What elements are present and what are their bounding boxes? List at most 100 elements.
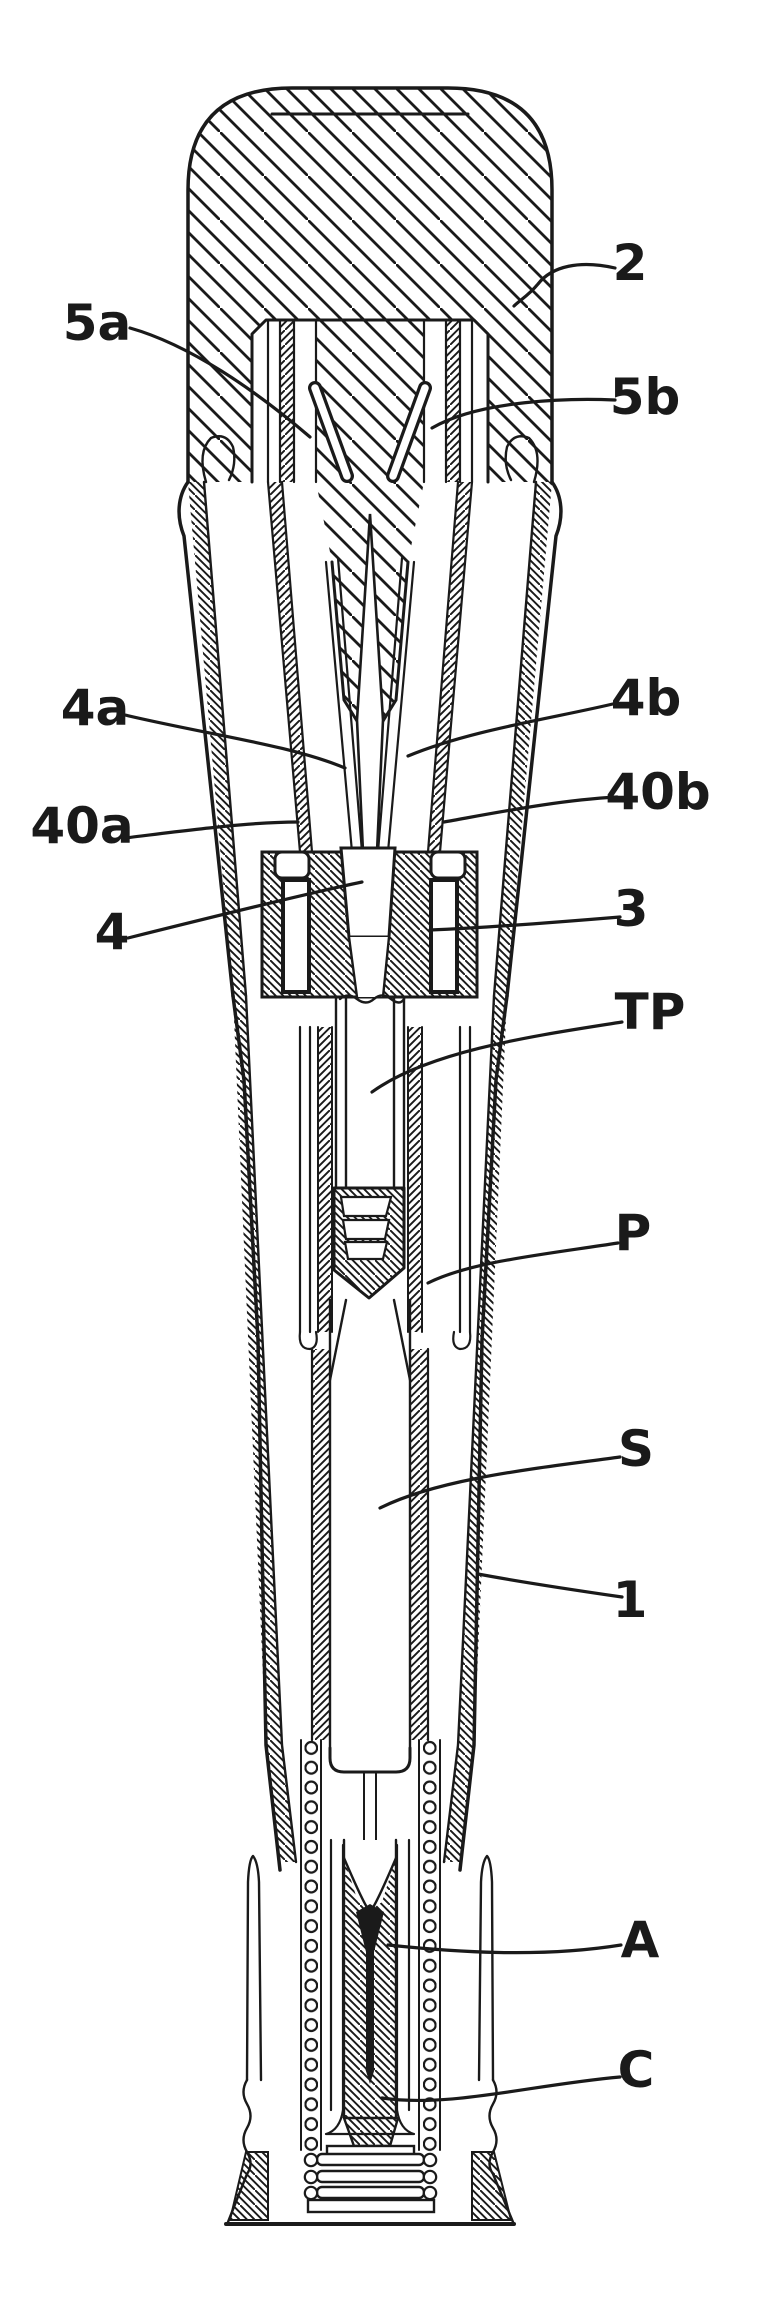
core-guide-walls [329,1838,411,2112]
inner-sleeve-top-outline [250,318,490,484]
label-TP: TP [615,983,686,1041]
prong-slot-5b [389,384,429,480]
lead-core [324,1838,416,2136]
label-2: 2 [613,234,648,292]
leader-40b [442,795,619,824]
cap-outline [186,86,554,484]
barrel-wall-hatch-left [233,996,296,1862]
barrel-wall-hatch-right [444,996,507,1862]
tube-band-edges [310,1347,430,1742]
label-40b: 40b [605,763,710,821]
sleeve-wall-hatch-left [280,320,294,482]
channel-walls [328,1298,412,1757]
neck-wall-inner-edge-right [492,480,538,998]
neck-wall-hatch-left [188,482,246,996]
lead-sliver [363,1771,377,1841]
outer-barrel [231,994,509,1872]
skirt-clip-left [201,435,236,484]
barrel-outer-edge-left [231,994,282,1872]
label-3: 3 [614,880,649,938]
label-5a: 5a [63,294,132,352]
outer-sleeve-walls [298,1025,472,1334]
refill-tube [310,1298,430,1841]
sleeve-taper-walls [266,480,474,854]
chuck-pocket-40b [429,850,467,880]
inner-band-left [318,1027,332,1332]
chuck-funnel-edges [347,935,391,999]
tp-tube-section [298,995,472,1351]
guide-arm-4b [376,556,416,854]
lead-rod-point [365,2068,375,2084]
cap-body-hatched [188,88,552,482]
reference-labels: 2 5a 5b 4a 4b 40a 40b 4 3 TP P S 1 A C [30,234,710,2099]
bottom-plate [306,2198,436,2214]
lead-rod [366,1950,374,2070]
channel-closed-bottom [328,1746,412,1774]
crown-prong-right [477,1854,495,2082]
neck-wall-hatch-right [494,482,552,996]
spring-right [423,1738,437,2152]
chuck-block [260,846,479,1004]
leader-5b [430,397,617,430]
label-5b: 5b [610,368,681,426]
lead-tip-arrow [356,1904,384,1952]
cap-assembly [186,86,554,484]
leader-TP [370,1020,624,1094]
leader-4 [126,880,364,940]
prong-slot-5a [311,384,351,480]
label-40a: 40a [30,797,133,855]
leader-4b [406,701,619,758]
label-1: 1 [613,1571,648,1629]
label-S: S [618,1420,654,1478]
leader-2 [512,262,617,308]
flare-hatch-left [228,2151,269,2221]
label-C: C [618,2041,655,2099]
sleeve-foot-left [298,1330,318,1351]
tip-cone-hatched [342,2116,400,2148]
label-4a: 4a [61,679,130,737]
guide-arm-4a [324,556,364,854]
core-funnel-white [344,1840,396,1910]
spring-left [304,1738,318,2152]
chuck-pocket-40a [273,850,311,880]
leader-3 [428,915,622,932]
tube-band-right [410,1349,428,1740]
leader-5a [128,326,312,439]
label-A: A [621,1911,660,1969]
sleeve-wall-hatch-right [446,320,460,482]
tube-band-left [312,1349,330,1740]
leader-40a [123,820,300,840]
barrel-inner-edge-right [442,994,496,1864]
sleeve-foot-right [452,1330,472,1351]
leader-C [380,2075,622,2103]
sleeve-taper-hatch-left [268,482,312,852]
neck-taper [177,435,563,998]
connector-4-body [339,846,397,939]
spring-guide-lines [300,1739,441,2151]
flare-hatch-right [471,2151,513,2221]
skirt-clip-right [504,435,539,484]
crown-prong-left [245,1854,263,2082]
barrel-outer-edge-right [458,994,509,1872]
crown-tip [224,1854,516,2226]
leader-P [426,1241,620,1285]
plug-thread-2 [341,1218,391,1241]
chuck-slot-right [429,878,459,994]
plug-thread-1 [339,1195,393,1218]
sleeve-taper-hatch-right [428,482,472,852]
washer-2 [315,2169,426,2184]
label-P: P [615,1204,652,1262]
plug-thread-3 [343,1240,389,1261]
washer-3 [315,2185,426,2200]
neck-outer-edge-left [177,480,235,998]
barrel-inner-edge-left [244,994,298,1864]
tube-break-line [338,994,406,1004]
chuck-funnel [349,937,389,997]
leader-lines [123,262,624,2103]
inner-band-right [408,1027,422,1332]
plug-p [332,1186,406,1300]
neck-outer-edge-right [505,480,563,998]
tp-tube-walls [334,995,406,1190]
